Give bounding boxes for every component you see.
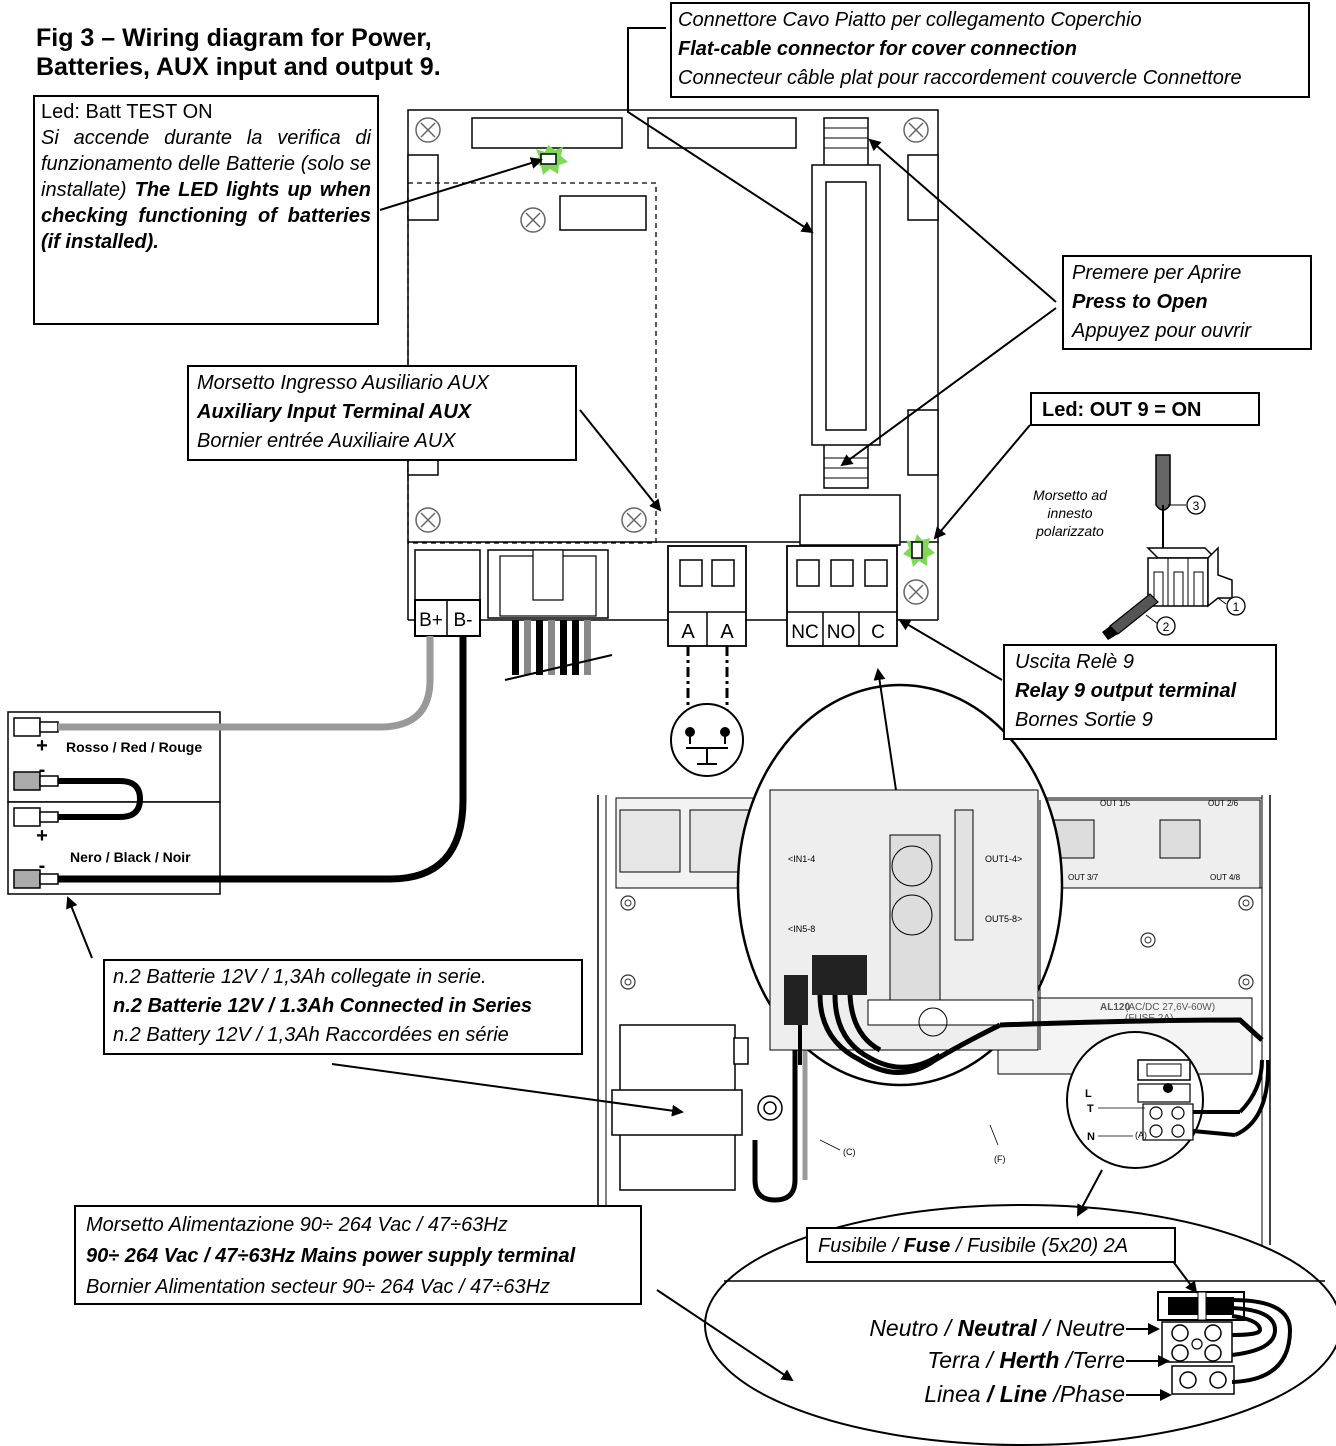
- callout-relay9: Uscita Relè 9 Relay 9 output terminal Bo…: [1003, 644, 1277, 740]
- callout-fuse: Fusibile / Fuse / Fusibile (5x20) 2A: [806, 1227, 1176, 1263]
- board-out26: OUT 2/6: [1208, 799, 1239, 808]
- battery-minus-2: -: [39, 855, 46, 877]
- fuse-text: Fusibile / Fuse / Fusibile (5x20) 2A: [818, 1235, 1129, 1257]
- board-out37: OUT 3/7: [1068, 873, 1099, 882]
- terminal-b-plus: B+: [419, 610, 443, 631]
- neutral-label: Neutro / Neutral / Neutre: [869, 1315, 1125, 1341]
- main-board: [407, 109, 939, 621]
- psu-l: L: [1085, 1088, 1092, 1100]
- figure-title: Fig 3 – Wiring diagram for Power, Batter…: [36, 24, 441, 82]
- board-out58: OUT5-8>: [985, 914, 1022, 924]
- flat-cable-en: Flat-cable connector for cover connectio…: [678, 38, 1077, 60]
- title-line-1: Fig 3 – Wiring diagram for Power,: [36, 24, 432, 52]
- black-wire-label: Nero / Black / Noir: [70, 849, 191, 865]
- battery-block: + - + - Rosso / Red / Rouge Nero / Black…: [7, 711, 221, 895]
- psu-n: N: [1087, 1131, 1095, 1143]
- press-open-it: Premere per Aprire: [1072, 262, 1242, 284]
- mains-it: Morsetto Alimentazione 90÷ 264 Vac / 47÷…: [86, 1214, 508, 1236]
- terminal-aux-a1: A: [681, 621, 695, 643]
- mains-terminal-zoom: Neutro / Neutral / Neutre Terra / Herth …: [704, 1204, 1336, 1446]
- earth-label: Terra / Herth /Terre: [927, 1347, 1125, 1373]
- aux-input-fr: Bornier entrée Auxiliaire AUX: [197, 430, 456, 452]
- title-line-2: Batteries, AUX input and output 9.: [36, 53, 441, 81]
- plug-number-2: 2: [1163, 620, 1170, 634]
- callout-mains: Morsetto Alimentazione 90÷ 264 Vac / 47÷…: [74, 1205, 642, 1305]
- terminal-c: C: [871, 622, 885, 643]
- battery-plus-1: +: [36, 735, 48, 757]
- psu-t: T: [1087, 1103, 1094, 1115]
- leader-lines: [66, 27, 1198, 1382]
- led-batt-heading: Led: Batt TEST ON: [41, 101, 213, 123]
- board-in14: <IN1-4: [788, 854, 815, 864]
- battery-plus-2: +: [36, 825, 48, 847]
- battery-minus-1: -: [39, 759, 46, 781]
- callout-led-out9: Led: OUT 9 = ON: [1030, 392, 1260, 426]
- relay9-terminal: NC NO C: [786, 545, 898, 647]
- callout-led-batt: Led: Batt TEST ON Si accende durante la …: [33, 95, 379, 325]
- terminal-aux-a2: A: [720, 621, 734, 643]
- relay9-it: Uscita Relè 9: [1015, 651, 1134, 673]
- plug-number-1: 1: [1233, 600, 1240, 614]
- flat-cable-it: Connettore Cavo Piatto per collegamento …: [678, 9, 1142, 31]
- aux-switch-symbol: [670, 646, 744, 777]
- psu-rating: (AC/DC 27,6V-60W): [1125, 1002, 1215, 1013]
- plug-label-2: innesto: [1047, 505, 1092, 521]
- flat-cable-fr: Connecteur câble plat pour raccordement …: [678, 67, 1242, 89]
- board-out15: OUT 1/5: [1100, 799, 1131, 808]
- psu-terminal-zoom: L T N (A): [1066, 1031, 1271, 1169]
- aux-input-it: Morsetto Ingresso Ausiliario AUX: [197, 372, 489, 394]
- plug-label-1: Morsetto ad: [1033, 487, 1108, 503]
- battery-black-wire: [58, 636, 467, 883]
- terminal-b-minus: B-: [454, 610, 473, 631]
- plug-number-3: 3: [1193, 499, 1200, 513]
- red-wire-label: Rosso / Red / Rouge: [66, 739, 202, 755]
- mains-fr: Bornier Alimentation secteur 90÷ 264 Vac…: [86, 1276, 551, 1298]
- press-open-en: Press to Open: [1072, 291, 1208, 313]
- plug-label-3: polarizzato: [1035, 523, 1104, 539]
- board-out14: OUT1-4>: [985, 854, 1022, 864]
- board-zoom-circle: <IN1-4 <IN5-8 OUT1-4> OUT5-8>: [736, 683, 1264, 1087]
- power-connector: [487, 549, 613, 681]
- press-open-fr: Appuyez pour ouvrir: [1072, 320, 1251, 342]
- psu-a: (A): [1135, 1130, 1147, 1140]
- aux-input-en: Auxiliary Input Terminal AUX: [197, 401, 472, 423]
- batteries-en: n.2 Batterie 12V / 1.3Ah Connected in Se…: [113, 995, 533, 1017]
- board-out48: OUT 4/8: [1210, 873, 1241, 882]
- aux-terminal: A A: [667, 545, 747, 647]
- led-out9-text: Led: OUT 9 = ON: [1042, 399, 1202, 421]
- callout-flat-cable: Connettore Cavo Piatto per collegamento …: [670, 2, 1310, 98]
- callout-press-open: Premere per Aprire Press to Open Appuyez…: [1062, 255, 1312, 350]
- led-batt-text: Si accende durante la verifica di funzio…: [41, 127, 371, 253]
- mains-en: 90÷ 264 Vac / 47÷63Hz Mains power supply…: [86, 1245, 576, 1267]
- psu-label-c: (C): [843, 1147, 856, 1157]
- relay9-en: Relay 9 output terminal: [1015, 680, 1237, 702]
- psu-label-f: (F): [994, 1154, 1006, 1164]
- terminal-no: NO: [827, 622, 856, 643]
- psu-model: AL120: [1100, 1002, 1130, 1013]
- callout-batteries: n.2 Batterie 12V / 1,3Ah collegate in se…: [103, 959, 583, 1055]
- board-in58: <IN5-8: [788, 924, 815, 934]
- callout-aux-input: Morsetto Ingresso Ausiliario AUX Auxilia…: [187, 365, 577, 461]
- line-label: Linea / Line /Phase: [924, 1381, 1125, 1407]
- battery-connector: B+ B-: [414, 549, 481, 637]
- battery-red-wire: [58, 636, 434, 731]
- polarized-plug-detail: 3 2 1 Morsetto ad innesto polarizzato: [1033, 454, 1246, 640]
- terminal-nc: NC: [791, 622, 818, 643]
- batteries-it: n.2 Batterie 12V / 1,3Ah collegate in se…: [113, 966, 487, 988]
- relay9-fr: Bornes Sortie 9: [1015, 709, 1153, 731]
- batteries-fr: n.2 Battery 12V / 1,3Ah Raccordées en sé…: [113, 1024, 509, 1046]
